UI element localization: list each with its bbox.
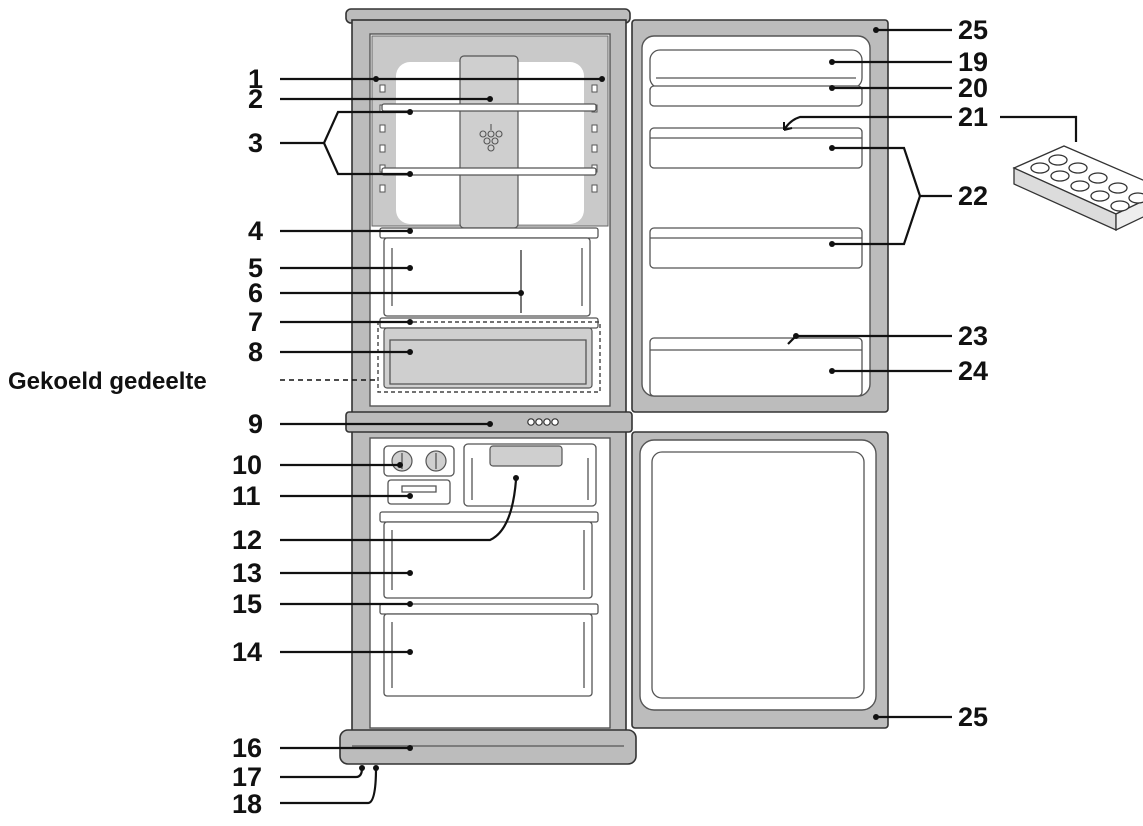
callout-9: 9 — [248, 409, 263, 439]
callout-14: 14 — [232, 637, 262, 667]
chilled-drawer-front — [389, 339, 587, 385]
section-label-chilled: Gekoeld gedeelte — [8, 368, 207, 395]
chilled-drawer — [383, 327, 593, 389]
air-duct — [459, 55, 519, 229]
callout-19: 19 — [958, 47, 988, 77]
callout-4: 4 — [248, 216, 263, 246]
callout-8: 8 — [248, 337, 263, 367]
callout-12: 12 — [232, 525, 262, 555]
vegetable-drawer — [383, 237, 591, 317]
door-bin-2 — [649, 227, 863, 269]
glass-shelf-lower — [381, 167, 597, 176]
upper-freezer-drawer-lid — [379, 511, 599, 523]
lower-freezer-drawer — [383, 613, 593, 697]
callout-24: 24 — [958, 356, 988, 386]
upper-freezer-drawer — [383, 521, 593, 599]
glass-shelf-upper — [381, 103, 597, 112]
callout-22: 22 — [958, 181, 988, 211]
callout-2: 2 — [248, 84, 263, 114]
callout-20: 20 — [958, 73, 988, 103]
callout-5: 5 — [248, 253, 263, 283]
callout-18: 18 — [232, 789, 262, 819]
fridge-door — [631, 19, 889, 413]
callout-25-top: 25 — [958, 15, 988, 45]
callout-11: 11 — [232, 481, 261, 511]
callout-10: 10 — [232, 450, 262, 480]
callout-7: 7 — [248, 307, 263, 337]
crisper-cover-shelf — [379, 227, 599, 239]
chilled-section-outline — [377, 321, 601, 393]
grape-emblem — [479, 124, 503, 152]
callout-17: 17 — [232, 762, 262, 792]
dairy-compartment — [649, 49, 863, 89]
upper-door-shelf — [649, 85, 863, 107]
callout-13: 13 — [232, 558, 262, 588]
callout-16: 16 — [232, 733, 262, 763]
freezer-door-liner — [639, 439, 877, 711]
callout-25-bottom: 25 — [958, 702, 988, 732]
fridge-body — [339, 8, 637, 771]
callout-15: 15 — [232, 589, 262, 619]
callout-6: 6 — [248, 278, 263, 308]
callout-3: 3 — [248, 128, 263, 158]
callout-21: 21 — [958, 102, 988, 132]
vegetable-drawer-inner — [391, 248, 583, 306]
callout-1: 1 — [248, 64, 263, 94]
bottle-shelf — [649, 337, 863, 397]
lower-freezer-drawer-lid — [379, 603, 599, 615]
callout-23: 23 — [958, 321, 988, 351]
leader-lines — [280, 28, 1078, 805]
egg-tray — [1012, 145, 1143, 232]
freezer-door — [631, 431, 889, 729]
control-buttons — [527, 418, 559, 426]
callout-labels: 1 2 3 4 5 6 7 8 Gekoeld gedeelte 9 10 11… — [8, 15, 988, 819]
